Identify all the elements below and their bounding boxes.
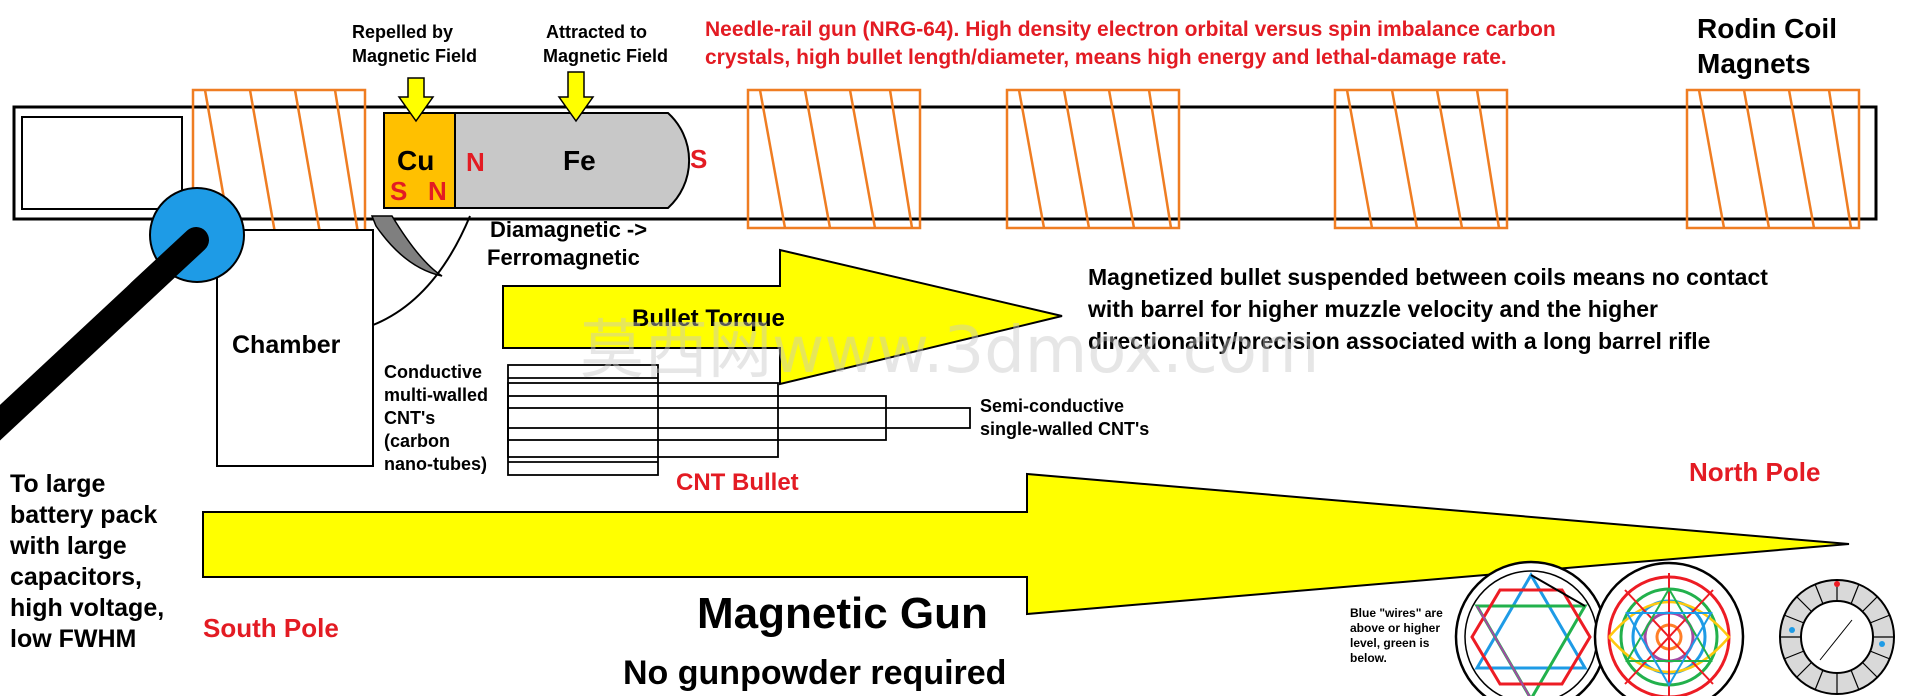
repelled-arrow — [397, 77, 435, 123]
coil-group — [191, 88, 1861, 235]
battery-note: To large battery pack with large capacit… — [9, 470, 171, 653]
bullet-torque-label: Bullet Torque — [632, 305, 785, 332]
cu-south-pole: S — [390, 176, 407, 206]
rodin-torus-diagram — [1779, 579, 1895, 695]
coil-5 — [1685, 88, 1861, 230]
blue-wires-note: Blue "wires" are above or higher level, … — [1350, 606, 1446, 665]
rodin-hexagram-diagram — [1454, 560, 1608, 696]
magnetized-bullet: Cu S N N Fe S — [383, 112, 707, 209]
rodin-spiral-diagram — [1593, 561, 1745, 696]
bullet-torque-arrow: Bullet Torque — [502, 248, 1063, 386]
attracted-arrow — [557, 71, 595, 123]
cu-label: Cu — [397, 145, 434, 176]
cu-north-pole: N — [428, 176, 447, 206]
barrel — [12, 105, 1878, 221]
cnt-bullet — [507, 364, 971, 476]
diamagnetic-label: Diamagnetic -> Ferromagnetic — [487, 217, 653, 270]
rodin-coil-label: Rodin Coil Magnets — [1697, 13, 1845, 79]
watermark: 莫西网www.3dmox.com — [580, 314, 1319, 388]
attracted-label: Attracted to Magnetic Field — [543, 22, 668, 66]
fe-north-pole: N — [466, 147, 485, 177]
repelled-label: Repelled by Magnetic Field — [352, 22, 477, 66]
page-subtitle: No gunpowder required — [623, 654, 1006, 692]
conductive-cnt-label: Conductive multi-walled CNT's (carbon na… — [384, 362, 493, 474]
coil-3 — [1005, 88, 1181, 230]
header-note: Needle-rail gun (NRG-64). High density e… — [705, 18, 1562, 69]
battery-cable — [0, 187, 245, 441]
fe-south-pole: S — [690, 144, 707, 174]
chamber: Chamber — [216, 229, 374, 467]
north-pole-label: North Pole — [1689, 457, 1820, 487]
semi-conductive-label: Semi-conductive single-walled CNT's — [980, 396, 1149, 439]
fe-section — [454, 112, 691, 209]
page-title: Magnetic Gun — [697, 589, 988, 638]
suspended-note: Magnetized bullet suspended between coil… — [1087, 264, 1774, 354]
chamber-label: Chamber — [232, 331, 341, 359]
south-pole-label: South Pole — [203, 613, 339, 643]
cnt-bullet-label: CNT Bullet — [676, 469, 799, 496]
ejection-port — [370, 215, 471, 326]
magnetic-field-arrow — [202, 472, 1850, 616]
coil-4 — [1333, 88, 1509, 230]
fe-label: Fe — [563, 145, 596, 176]
barrel-outer — [12, 105, 1878, 221]
coil-2 — [746, 88, 922, 230]
